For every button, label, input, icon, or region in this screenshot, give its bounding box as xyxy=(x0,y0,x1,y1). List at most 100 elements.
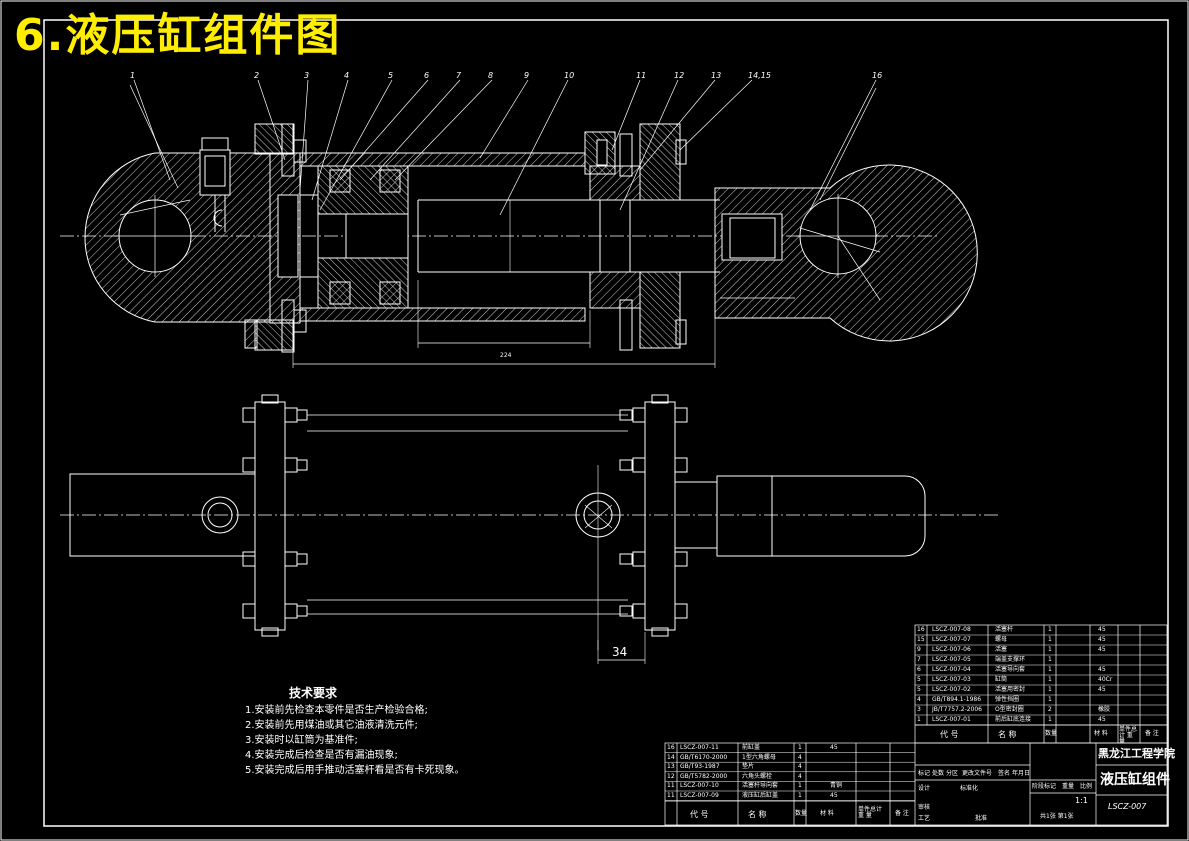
label-ratio: 比例 xyxy=(1080,783,1093,790)
bom-upper-cell-qty: 1 xyxy=(1048,666,1052,673)
bom-lower-cell-no: 11 xyxy=(667,782,675,790)
part-balloon: 12 xyxy=(674,71,685,80)
tech-item-4: 4.安装完成后检查是否有漏油现象; xyxy=(245,750,398,761)
bom-lower-cell-no: 16 xyxy=(667,744,675,751)
part-balloon: 8 xyxy=(488,71,494,80)
part-balloon: 16 xyxy=(872,71,883,80)
bom-upper-cell-name: 端盖支撑环 xyxy=(995,656,1026,663)
label-standard: 标准化 xyxy=(960,785,979,792)
bom-upper-cell-no: 16 xyxy=(917,626,925,633)
bom-lower-cell-no: 11 xyxy=(667,792,675,799)
bom-lower-cell-no: 14 xyxy=(667,753,675,761)
bom-lower-cell-name: 六角头螺栓 xyxy=(742,772,773,780)
section-view xyxy=(60,84,978,368)
bom-lower-cell-qty: 4 xyxy=(798,763,802,771)
bom-lower-cell-code: GB/T5782-2000 xyxy=(680,772,728,780)
bom-lower-cell-name: 1型六角螺母 xyxy=(742,753,776,761)
label-change-doc: 更改文件号 xyxy=(962,770,993,777)
bom-upper-header-wt: 单件总计 重 量 xyxy=(1119,726,1138,745)
bom-upper-cell-qty: 1 xyxy=(1048,636,1052,643)
bom-lower-header-qty: 数量 xyxy=(795,810,808,817)
tech-item-2: 2.安装前先用煤油或其它油液清洗元件; xyxy=(245,720,418,731)
bom-upper-header-qty: 数量 xyxy=(1045,730,1058,737)
label-review: 审核 xyxy=(918,804,931,811)
bom-lower-cell-mat: 45 xyxy=(830,744,838,751)
part-balloon: 6 xyxy=(424,71,430,80)
bom-upper-cell-name: 螺母 xyxy=(995,636,1008,643)
tech-item-1: 1.安装前先检查本零件是否生产检验合格; xyxy=(245,705,428,716)
dimension-34: 34 xyxy=(612,645,628,659)
bom-upper-cell-name: 前后缸底连接 xyxy=(995,716,1032,723)
bom-upper-cell-name: 活塞导向套 xyxy=(995,666,1026,673)
label-zone: 分区 xyxy=(946,770,959,777)
label-design: 设计 xyxy=(918,785,931,792)
leader-lines xyxy=(133,79,877,216)
plan-view xyxy=(60,394,1000,664)
bom-lower-cell-qty: 1 xyxy=(798,744,802,751)
part-balloon: 3 xyxy=(304,71,310,80)
bom-lower-header-name: 名 称 xyxy=(748,810,767,819)
bom-lower-cell-mat: 45 xyxy=(830,792,838,799)
bom-upper-cell-code: JB/T7757.2-2006 xyxy=(932,706,983,713)
bom-lower-cell-mat: 青铜 xyxy=(830,782,843,790)
bom-upper-cell-no: 9 xyxy=(917,646,921,653)
bom-lower-cell-code: LSCZ-007-10 xyxy=(680,782,719,790)
technical-requirements-heading: 技术要求 xyxy=(289,686,338,700)
label-date: 年月日 xyxy=(1012,770,1031,777)
part-balloon: 2 xyxy=(254,71,260,80)
bom-upper-cell-mat: 橡胶 xyxy=(1098,706,1111,713)
label-approve: 批准 xyxy=(975,815,988,822)
bom-upper-cell-no: 5 xyxy=(917,676,921,683)
bom-upper-cell-qty: 1 xyxy=(1048,686,1052,693)
bom-upper-cell-no: 6 xyxy=(917,666,921,673)
bom-upper-cell-code: LSCZ-007-03 xyxy=(932,676,971,683)
bom-upper-cell-qty: 1 xyxy=(1048,676,1052,683)
part-balloon: 7 xyxy=(456,71,462,80)
technical-requirements: 技术要求 1.安装前先检查本零件是否生产检验合格; 2.安装前先用煤油或其它油液… xyxy=(245,686,465,778)
bom-upper-cell-no: 4 xyxy=(917,696,921,703)
bom-lower-cell-code: GB/T6170-2000 xyxy=(680,753,728,761)
bom-upper-cell-mat: 45 xyxy=(1098,626,1106,633)
bom-upper-cell-no: 3 xyxy=(917,706,921,713)
bom-lower-cell-name: 液压缸后缸盖 xyxy=(742,792,779,799)
bom-row-lines xyxy=(665,634,1167,801)
bom-lower-cell-name: 前缸盖 xyxy=(742,744,761,751)
bom-upper-cell-qty: 1 xyxy=(1048,716,1052,723)
bom-upper-cell-code: LSCZ-007-02 xyxy=(932,686,971,693)
label-mark: 标记 xyxy=(918,770,931,777)
part-balloon: 1 xyxy=(130,71,136,80)
bom-lower-cell-name: 垫片 xyxy=(742,763,755,771)
drawing-title: 6.液压缸组件图 xyxy=(14,10,342,61)
bom-lower-cell-code: LSCZ-007-09 xyxy=(680,792,719,799)
part-balloon: 14,15 xyxy=(748,71,771,80)
bom-upper-cell-qty: 1 xyxy=(1048,646,1052,653)
bom-upper-cell-code: GB/T894.1-1986 xyxy=(932,696,982,703)
school-name: 黑龙江工程学院 xyxy=(1098,747,1175,760)
part-balloon: 4 xyxy=(344,71,350,80)
bom-upper-cell-qty: 2 xyxy=(1048,706,1052,713)
bom-lower-cell-qty: 4 xyxy=(798,772,802,780)
sheet-count: 共1张 第1张 xyxy=(1040,813,1074,820)
drawing-number: LSCZ-007 xyxy=(1108,802,1147,811)
bom-upper-header-mat: 材 料 xyxy=(1094,730,1108,737)
bom-upper-cell-mat: 45 xyxy=(1098,646,1106,653)
scale-value: 1:1 xyxy=(1075,796,1088,805)
inner-frame xyxy=(43,19,1169,827)
bom-upper-cell-name: 弹性挡圈 xyxy=(995,696,1020,703)
bom-lower-cell-no: 13 xyxy=(667,763,675,771)
bom-upper-cell-mat: 45 xyxy=(1098,716,1106,723)
tech-item-5: 5.安装完成后用手推动活塞杆看是否有卡死现象。 xyxy=(245,765,465,776)
part-balloon: 5 xyxy=(388,71,394,80)
bom-upper-cell-code: LSCZ-007-08 xyxy=(932,626,971,633)
bom-upper-header-name: 名 称 xyxy=(998,730,1017,739)
bom-lower-cell-qty: 4 xyxy=(798,753,802,761)
bom-upper-cell-name: 活塞用密封 xyxy=(995,686,1026,693)
bom-lower-header-note: 备 注 xyxy=(895,810,909,817)
dimension-224: 224 xyxy=(500,352,512,359)
bom-upper-cell-no: 15 xyxy=(917,636,925,643)
bom-upper-cell-code: LSCZ-007-01 xyxy=(932,716,971,723)
bom-lower-cell-no: 12 xyxy=(667,772,675,780)
bom-upper-header-note: 备 注 xyxy=(1145,730,1159,737)
bom-lower-cell-qty: 1 xyxy=(798,792,802,799)
